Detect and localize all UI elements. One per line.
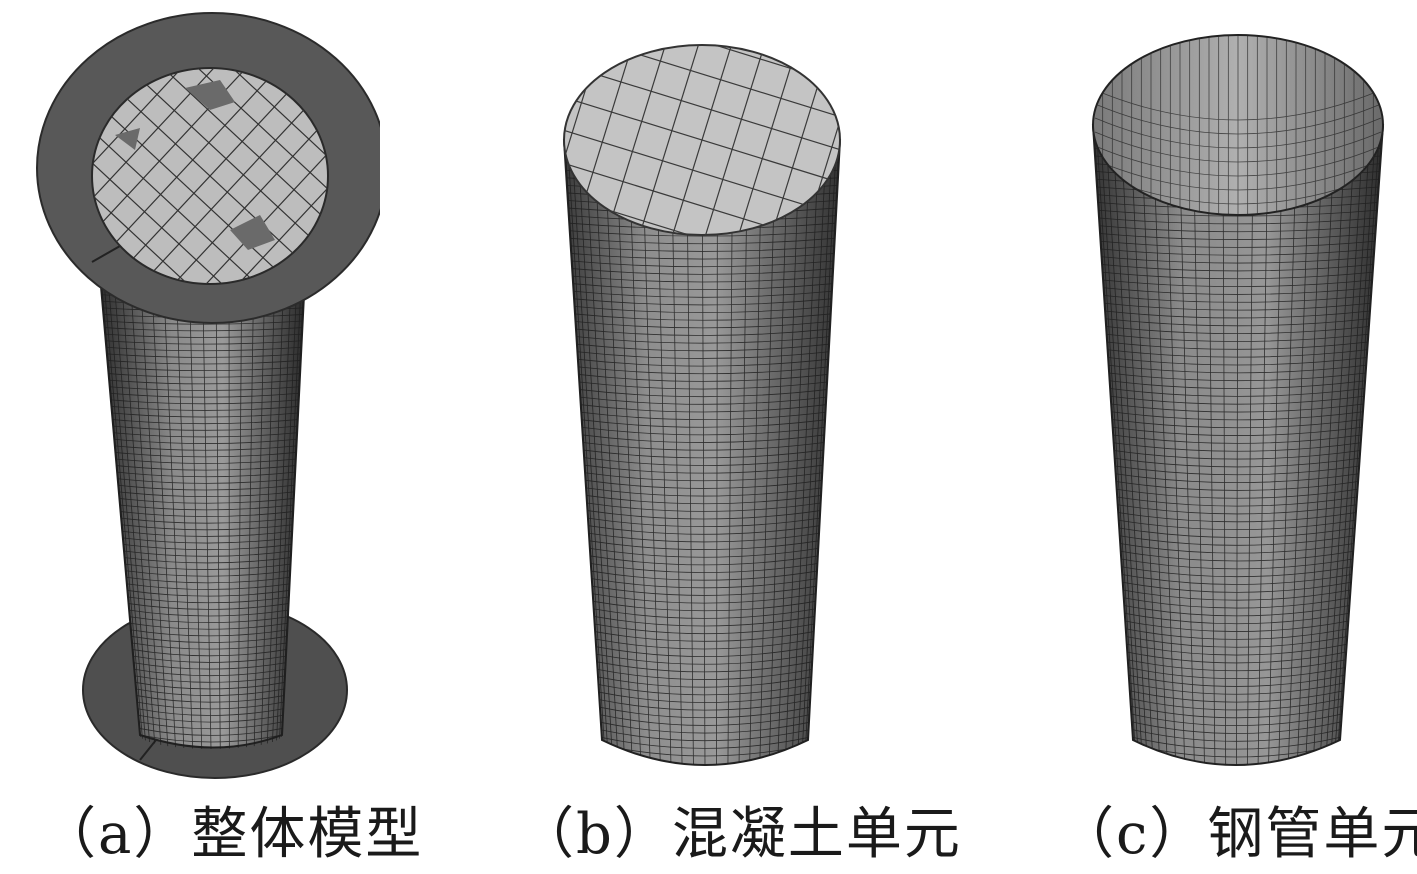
steel-tube-element-drawing	[1091, 34, 1385, 766]
panel-overall-model	[20, 0, 380, 790]
caption-concrete-element: （b）混凝土单元	[518, 802, 962, 867]
panel-concrete-element	[540, 0, 870, 790]
caption-overall-model: （a）整体模型	[40, 802, 424, 867]
concrete-body	[562, 139, 842, 766]
steel-tube-body	[1091, 124, 1385, 766]
panel-steel-tube-element	[1075, 0, 1405, 790]
overall-model-drawing	[36, 12, 380, 779]
concrete-top-face	[563, 44, 841, 236]
concrete-element-drawing	[562, 44, 842, 766]
caption-steel-tube-element: （c）钢管单元	[1058, 802, 1417, 867]
